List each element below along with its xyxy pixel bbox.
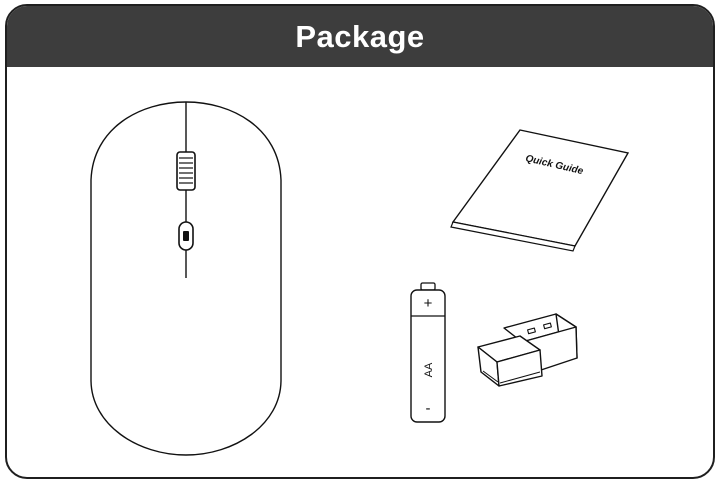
mouse-illustration bbox=[90, 101, 282, 456]
mouse-body bbox=[90, 101, 282, 456]
receiver-slot-2 bbox=[543, 322, 552, 330]
battery-terminal bbox=[420, 282, 436, 291]
battery-plus-sign: + bbox=[424, 295, 433, 312]
battery-type-label: AA bbox=[423, 362, 435, 377]
scroll-wheel-ribs bbox=[179, 157, 193, 184]
package-card: Package bbox=[5, 4, 715, 479]
aa-battery: + AA - bbox=[410, 282, 446, 423]
package-title: Package bbox=[295, 18, 425, 54]
battery-body bbox=[410, 289, 446, 423]
package-header: Package bbox=[7, 6, 713, 67]
dpi-button-mark bbox=[183, 231, 189, 241]
quick-guide-booklet: Quick Guide bbox=[450, 129, 630, 252]
battery-minus-sign: - bbox=[426, 400, 431, 417]
receiver-slot-1 bbox=[527, 327, 536, 335]
usb-receiver-icon bbox=[477, 313, 578, 387]
receiver-cap-side bbox=[496, 349, 543, 387]
